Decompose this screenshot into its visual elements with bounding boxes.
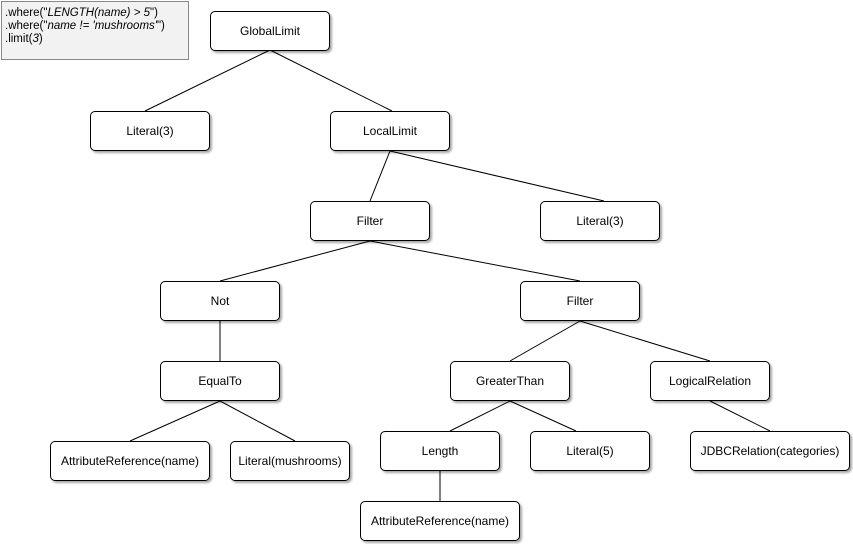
node-literal-mushrooms: Literal(mushrooms) <box>230 441 350 481</box>
edge-greaterthan-length <box>449 400 511 432</box>
node-literal-3-right: Literal(3) <box>540 201 660 241</box>
node-literal-3-left: Literal(3) <box>90 111 210 151</box>
node-equal-to: EqualTo <box>160 361 280 401</box>
node-not: Not <box>160 281 280 321</box>
code-line-limit: .limit(3) <box>5 33 43 45</box>
node-greater-than: GreaterThan <box>450 361 570 401</box>
code-snippet: .where("LENGTH(name) > 5") .where("name … <box>1 1 189 60</box>
node-global-limit: GlobalLimit <box>210 11 330 51</box>
edge-filter-filter <box>369 240 581 282</box>
edge-equalto-attrref <box>129 400 221 442</box>
edge-filter-greaterthan <box>509 320 581 362</box>
edge-globallimit-locallimit <box>269 49 393 112</box>
code-line-where-length: .where("LENGTH(name) > 5") <box>5 7 158 19</box>
node-jdbc-relation: JDBCRelation(categories) <box>690 431 850 471</box>
node-length: Length <box>380 431 500 471</box>
node-literal-5: Literal(5) <box>530 431 650 471</box>
node-filter-inner: Filter <box>520 281 640 321</box>
code-line-where-name: .where("name != 'mushrooms'") <box>5 20 165 32</box>
node-filter-top: Filter <box>310 201 430 241</box>
edge-filter-not <box>219 240 371 282</box>
edge-locallimit-filter <box>369 150 391 202</box>
node-logical-relation: LogicalRelation <box>650 361 770 401</box>
edge-equalto-literalmushrooms <box>219 400 296 442</box>
edge-logicalrelation-jdbc <box>709 400 771 432</box>
node-attr-ref-name-left: AttributeReference(name) <box>50 441 210 481</box>
node-local-limit: LocalLimit <box>330 111 450 151</box>
node-attr-ref-name-bottom: AttributeReference(name) <box>360 501 520 541</box>
edge-globallimit-literal3 <box>144 49 271 112</box>
edge-locallimit-literal3 <box>389 150 605 202</box>
edge-greaterthan-literal5 <box>509 400 577 432</box>
edge-filter-logicalrelation <box>579 320 711 362</box>
